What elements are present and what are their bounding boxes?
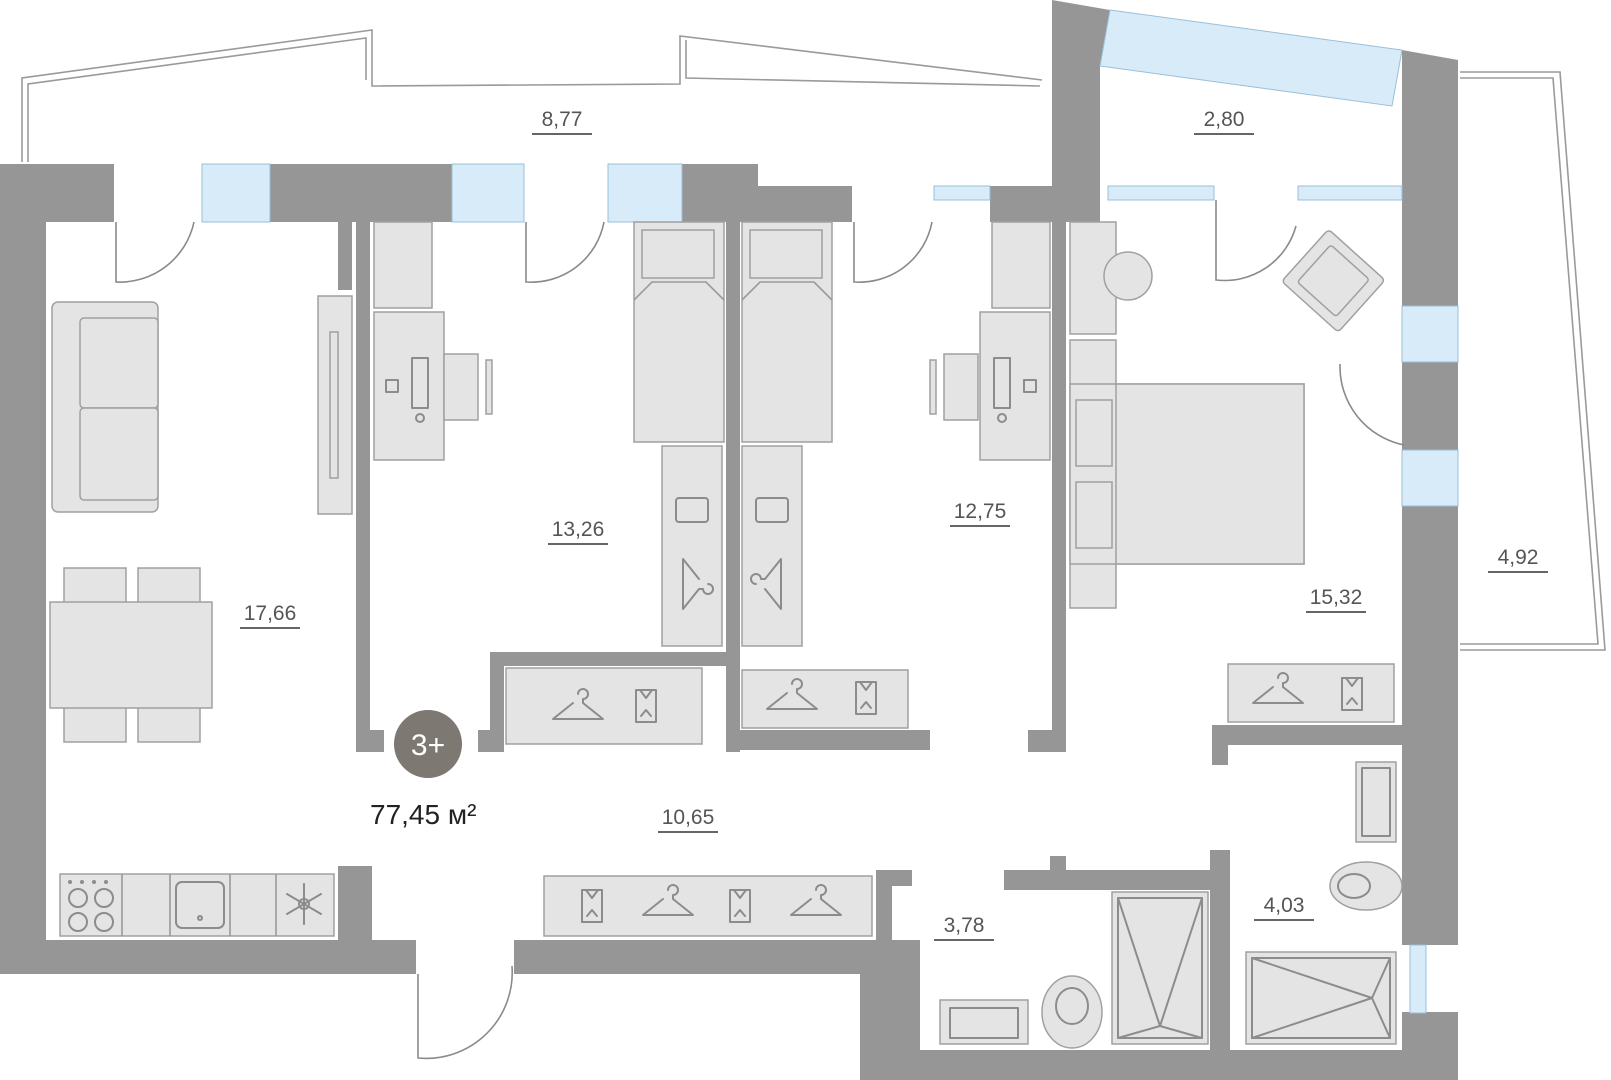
walls <box>0 0 1458 1080</box>
shower-icon-2 <box>1245 951 1397 1045</box>
bathroom-2-fixtures <box>1245 761 1403 1045</box>
desk-2 <box>929 221 1051 461</box>
hallway-wardrobe <box>543 875 873 937</box>
monitor-icon <box>411 357 429 409</box>
windows <box>201 9 1459 1014</box>
room-count-badge: 3+ <box>394 710 462 778</box>
room-count-label: 3+ <box>411 729 445 762</box>
wardrobe-2 <box>505 667 703 745</box>
bed-icon-2 <box>741 221 833 443</box>
bed-icon <box>633 221 725 443</box>
balcony-railings <box>21 29 1606 651</box>
master-bed-icon <box>1069 339 1305 609</box>
toilet-icon <box>1041 975 1103 1049</box>
desk-1 <box>373 221 493 461</box>
area-bedroom-2: 12,75 <box>954 500 1007 523</box>
monitor-icon-2 <box>993 357 1011 409</box>
wardrobe-3 <box>741 445 803 647</box>
area-master-bedroom: 15,32 <box>1310 586 1363 609</box>
wardrobe-4 <box>741 669 909 729</box>
area-balcony-top: 8,77 <box>542 108 583 131</box>
wardrobe-1 <box>661 445 723 647</box>
armchair-icon <box>1282 230 1385 332</box>
stove-icon <box>68 880 114 932</box>
area-living-kitchen: 17,66 <box>244 602 297 625</box>
area-bedroom-1: 13,26 <box>552 518 605 541</box>
area-hallway: 10,65 <box>662 806 715 829</box>
doors <box>115 200 1405 1060</box>
toilet-icon-2 <box>1329 861 1403 911</box>
area-bathroom-1: 3,78 <box>944 914 985 937</box>
bathroom-1-fixtures <box>939 891 1209 1049</box>
area-balcony-right: 4,92 <box>1498 546 1539 569</box>
sofa-icon <box>51 301 159 513</box>
area-balcony-top-right: 2,80 <box>1204 108 1245 131</box>
sink-icon <box>175 881 225 929</box>
wardrobe-5 <box>1227 663 1395 723</box>
kitchen-counter <box>59 873 335 937</box>
area-bathroom-2: 4,03 <box>1264 894 1305 917</box>
total-area: 77,45 м² <box>370 799 476 830</box>
area-labels: 8,77 2,80 4,92 17,66 13,26 12,75 15,32 1… <box>240 108 1548 941</box>
vanity <box>1069 221 1153 335</box>
snowflake-icon <box>286 883 322 925</box>
shower-icon <box>1111 891 1209 1045</box>
dining-table <box>49 567 213 743</box>
